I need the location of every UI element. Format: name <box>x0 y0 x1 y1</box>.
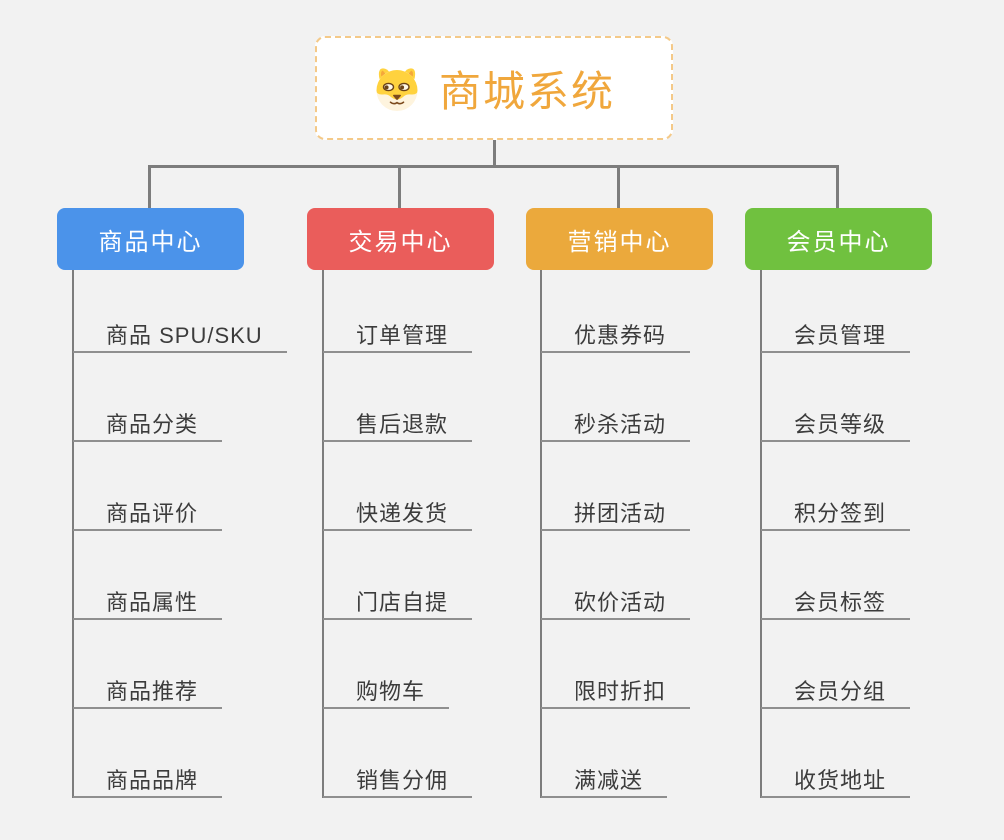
child-node[interactable]: 商品品牌 <box>73 766 223 798</box>
child-node[interactable]: 限时折扣 <box>541 677 691 709</box>
child-node[interactable]: 会员分组 <box>761 677 911 709</box>
child-node[interactable]: 会员管理 <box>761 321 911 353</box>
branch-node-product-center[interactable]: 商品中心 <box>57 208 244 270</box>
connector-drop-member <box>836 165 839 208</box>
child-node[interactable]: 会员标签 <box>761 588 911 620</box>
connector-trunk-product <box>72 270 74 798</box>
child-node[interactable]: 商品 SPU/SKU <box>73 321 287 353</box>
connector-trunk-trade <box>322 270 324 798</box>
child-node[interactable]: 砍价活动 <box>541 588 691 620</box>
connector-drop-marketing <box>617 165 620 208</box>
child-node[interactable]: 商品分类 <box>73 410 223 442</box>
connector-drop-product <box>148 165 151 208</box>
child-node[interactable]: 快递发货 <box>323 499 473 531</box>
child-node[interactable]: 门店自提 <box>323 588 473 620</box>
connector-drop-trade <box>398 165 401 208</box>
child-node[interactable]: 商品属性 <box>73 588 223 620</box>
child-node[interactable]: 收货地址 <box>761 766 911 798</box>
branch-node-trade-center[interactable]: 交易中心 <box>307 208 494 270</box>
connector-trunk-marketing <box>540 270 542 798</box>
root-title: 商城系统 <box>438 67 615 115</box>
dog-face-icon <box>373 64 421 112</box>
child-node[interactable]: 商品推荐 <box>73 677 223 709</box>
child-node[interactable]: 优惠券码 <box>541 321 691 353</box>
child-node[interactable]: 会员等级 <box>761 410 911 442</box>
child-node[interactable]: 商品评价 <box>73 499 223 531</box>
branch-node-marketing-center[interactable]: 营销中心 <box>526 208 713 270</box>
child-node[interactable]: 拼团活动 <box>541 499 691 531</box>
child-node[interactable]: 满减送 <box>541 766 668 798</box>
root-node[interactable]: 商城系统 <box>315 36 673 140</box>
branch-node-member-center[interactable]: 会员中心 <box>745 208 932 270</box>
connector-root-stub <box>493 140 496 166</box>
connector-trunk-member <box>760 270 762 798</box>
child-node[interactable]: 购物车 <box>323 677 450 709</box>
child-node[interactable]: 秒杀活动 <box>541 410 691 442</box>
connector-bus <box>148 165 839 168</box>
child-node[interactable]: 订单管理 <box>323 321 473 353</box>
child-node[interactable]: 销售分佣 <box>323 766 473 798</box>
child-node[interactable]: 售后退款 <box>323 410 473 442</box>
child-node[interactable]: 积分签到 <box>761 499 911 531</box>
